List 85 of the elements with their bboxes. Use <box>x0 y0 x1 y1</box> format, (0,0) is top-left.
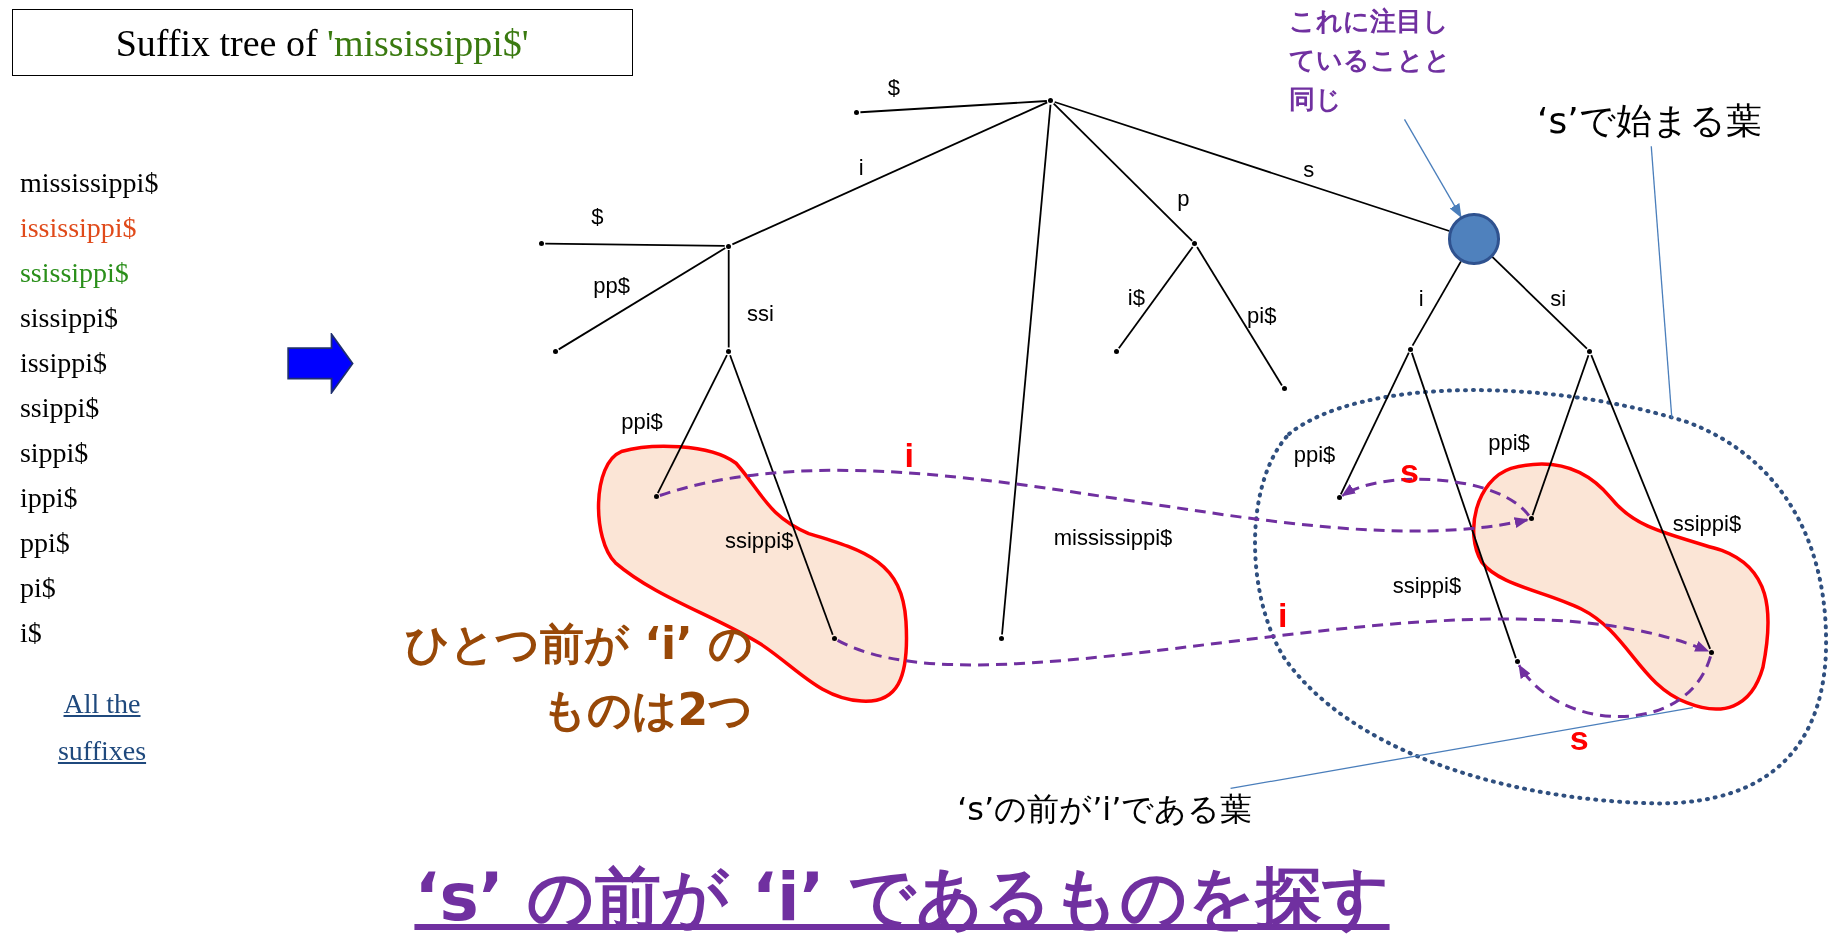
tree-edge <box>1117 246 1194 350</box>
suffix-text: sippi$ <box>19 436 89 469</box>
edge-label: i <box>1418 285 1424 312</box>
suffix-text: i$ <box>19 616 42 649</box>
tree-edge <box>1410 352 1517 660</box>
tree-vertex <box>1408 346 1414 352</box>
tree-vertex <box>552 348 558 354</box>
tree-vertex <box>1192 241 1198 247</box>
title-box <box>11 9 633 77</box>
edge-label: i <box>1278 595 1288 635</box>
edge-label: $ <box>591 203 604 230</box>
edge-label: s <box>1303 156 1315 183</box>
suffix-text: ssippi$ <box>19 391 100 424</box>
tree-vertex <box>1048 98 1054 104</box>
tree-edge <box>1411 260 1462 347</box>
dashed-arrow <box>659 469 1529 533</box>
edge-label: i <box>904 435 914 475</box>
tree-vertex <box>726 243 732 249</box>
heading-text: 'mississippi$' <box>327 20 529 65</box>
link-text: All the suffixes <box>56 687 148 768</box>
edge-label: ppi$ <box>1293 441 1336 468</box>
tree-edge <box>557 247 727 351</box>
suffix-text: ssissippi$ <box>19 256 129 289</box>
suffix-text: sissippi$ <box>19 301 118 334</box>
annotation-text: ‘s’の前が’i’である葉 <box>957 788 1253 833</box>
edge-label: ssippi$ <box>1392 572 1462 599</box>
leader-line <box>1229 706 1694 790</box>
heading-text: Suffix tree of <box>115 20 318 65</box>
annotation-text: これに注目していることと同じ <box>1288 2 1453 120</box>
tree-edge <box>727 249 730 349</box>
tree-vertex <box>853 109 859 115</box>
tree-edge <box>1053 101 1451 232</box>
leader-line <box>1650 145 1673 419</box>
leader-line <box>1403 118 1462 218</box>
tree-edge <box>544 242 726 247</box>
suffix-text: pi$ <box>19 571 56 604</box>
tree-vertex <box>538 241 544 247</box>
suffix-text: mississippi$ <box>19 166 159 199</box>
page-title: ‘s’ の前が ‘i’ であるものを探す <box>414 858 1390 938</box>
edge-label: ssi <box>746 300 774 327</box>
circle-node <box>1448 213 1500 265</box>
edge-label: s <box>1569 718 1589 758</box>
tree-edge <box>859 100 1048 114</box>
edge-label: p <box>1177 186 1190 213</box>
tree-edge <box>729 354 834 636</box>
annotation-text: ひとつ前が ‘i’ のものは2つ <box>403 617 753 737</box>
edge-label: $ <box>887 74 900 101</box>
suffix-text: ppi$ <box>19 526 70 559</box>
tree-vertex <box>999 636 1005 641</box>
tree-vertex <box>1281 386 1287 392</box>
tree-edge <box>656 354 728 495</box>
tree-edge <box>731 101 1049 246</box>
tree-edge <box>1590 354 1711 650</box>
tree-edge <box>1491 256 1588 350</box>
tree-vertex <box>1114 348 1119 354</box>
edge-label: ssippi$ <box>724 528 794 555</box>
edge-label: i <box>858 154 864 181</box>
dashed-arrow <box>1517 655 1712 719</box>
edge-label: pp$ <box>593 272 630 299</box>
tree-vertex <box>1514 659 1520 665</box>
edge-label: mississippi$ <box>1053 524 1173 551</box>
dashed-arrow <box>837 617 1710 666</box>
tree-vertex <box>1709 650 1715 656</box>
tree-vertex <box>726 348 732 354</box>
suffix-text: ippi$ <box>19 481 78 514</box>
edge-label: ppi$ <box>1488 429 1530 456</box>
tree-edge <box>1531 354 1590 517</box>
edge-label: pi$ <box>1247 303 1277 330</box>
tree-edge <box>1196 246 1283 387</box>
tree-vertex <box>1336 495 1342 501</box>
edge-label: ssippi$ <box>1672 510 1742 537</box>
tree-vertex <box>653 494 659 500</box>
edge-label: si <box>1550 285 1567 312</box>
suffix-text: issippi$ <box>19 346 108 379</box>
tree-vertex <box>1587 348 1593 354</box>
tree-edge <box>1001 103 1052 636</box>
suffix-text: ississippi$ <box>19 211 137 244</box>
edge-label: ppi$ <box>621 408 663 435</box>
tree-edge <box>1339 351 1410 496</box>
tree-vertex <box>831 636 837 641</box>
dashed-arrow <box>1341 477 1530 517</box>
edge-label: i$ <box>1127 284 1145 311</box>
tree-vertex <box>1528 516 1534 522</box>
tree-edge <box>1052 102 1194 242</box>
annotation-text: ‘s’で始まる葉 <box>1537 97 1762 147</box>
